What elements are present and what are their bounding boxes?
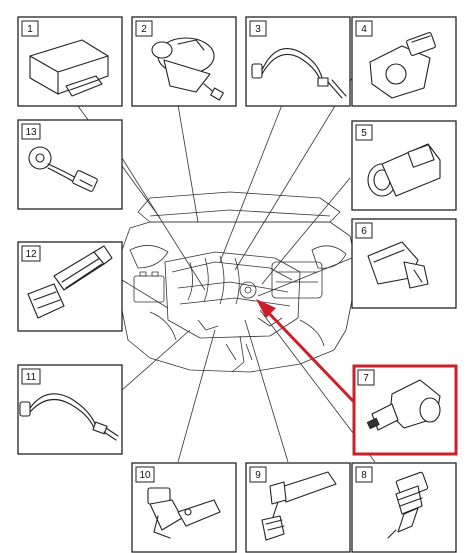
panel-number-3: 3 — [255, 24, 261, 35]
coolant-temperature-sensor-illustration — [387, 471, 429, 539]
panel-5: 5 — [351, 120, 457, 211]
highlight-arrow — [256, 299, 356, 404]
panel-8: 8 — [351, 462, 457, 553]
panel-number-5: 5 — [361, 128, 367, 139]
panel-number-8: 8 — [361, 470, 367, 481]
highlight-frame — [352, 364, 458, 456]
panel-number-11: 11 — [26, 372, 37, 383]
panel-3: 3 — [245, 16, 351, 107]
mass-air-flow-sensor-illustration — [367, 143, 441, 197]
idle-speed-sensor-illustration — [366, 379, 441, 431]
panel-number-6: 6 — [361, 226, 367, 237]
panel-9: 9 — [245, 462, 351, 553]
panel-12: 12 — [17, 241, 123, 332]
panel-2: 2 — [131, 16, 237, 107]
panel-1: 1 — [17, 16, 123, 107]
idle-air-control-valve-illustration — [151, 37, 224, 101]
panel-7: 7 — [352, 364, 458, 456]
knock-sensor-illustration — [28, 146, 98, 192]
panel-number-7: 7 — [363, 373, 369, 384]
panel-13: 13 — [17, 119, 123, 210]
panel-number-9: 9 — [255, 470, 261, 481]
panel-4: 4 — [351, 16, 457, 107]
engine-control-module-illustration — [29, 39, 109, 97]
panel-number-12: 12 — [25, 249, 37, 260]
throttle-position-sensor-illustration — [369, 32, 436, 99]
panel-number-4: 4 — [361, 24, 367, 35]
camshaft-position-sensor-illustration — [367, 241, 429, 289]
engine-bay-illustration — [119, 191, 357, 373]
panel-10: 10 — [131, 462, 237, 553]
panel-number-10: 10 — [139, 470, 151, 481]
panel-11: 11 — [17, 364, 123, 455]
vehicle-speed-sensor-illustration — [147, 487, 221, 539]
panel-number-1: 1 — [27, 24, 33, 35]
panel-number-13: 13 — [25, 127, 37, 138]
catalyst-monitor-sensor-illustration — [19, 393, 119, 441]
heated-oxygen-sensor-illustration — [251, 48, 347, 99]
panel-number-2: 2 — [141, 24, 147, 35]
panel-6: 6 — [351, 218, 457, 309]
oil-pressure-switch-illustration — [27, 245, 113, 319]
crankshaft-position-sensor-illustration — [261, 471, 337, 541]
